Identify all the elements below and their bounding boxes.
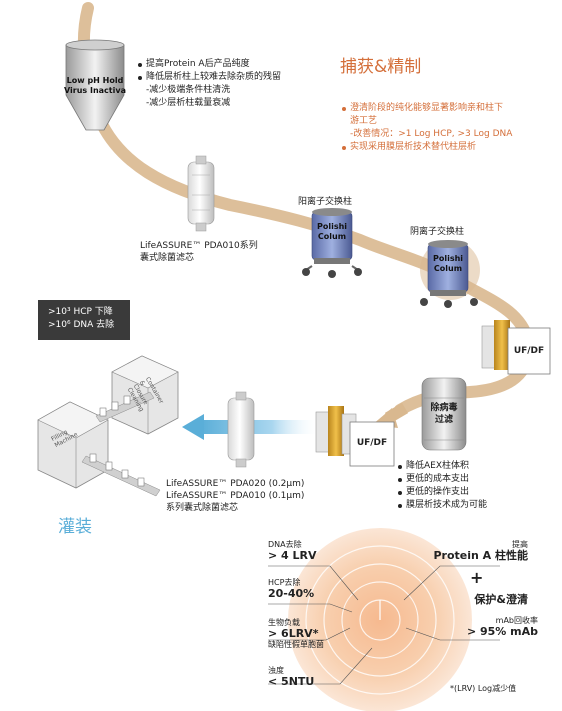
summary-leader-lines bbox=[268, 565, 500, 685]
low-ph-hold-label: Low pH Hold Virus Inactivation bbox=[64, 76, 126, 96]
note-item: -减少层析柱载量衰减 bbox=[146, 98, 231, 108]
summary-label: mAb回收率 bbox=[495, 616, 538, 625]
filter1-caption-line1: LifeASSURE™ PDA010系列 bbox=[140, 241, 258, 251]
plus-sign: + bbox=[470, 568, 484, 587]
summary-value: > 4 LRV bbox=[268, 549, 317, 562]
column-label-line2: Colum bbox=[317, 232, 347, 241]
summary-label: HCP去除 bbox=[268, 578, 301, 587]
summary-value: > 95% mAb bbox=[466, 625, 538, 638]
summary-value: > 6LRV* bbox=[268, 627, 319, 640]
low-ph-label-line2: Virus Inactivation bbox=[64, 86, 126, 95]
aex-notes: 降低AEX柱体积 更低的成本支出 更低的操作支出 膜层析技术成为可能 bbox=[398, 460, 548, 512]
virus-filter-vessel bbox=[421, 377, 467, 451]
note-item: 澄清阶段的纯化能够显著影响亲和柱下 bbox=[342, 102, 552, 115]
filter1-caption-line2: 囊式除菌滤芯 bbox=[140, 253, 195, 263]
cation-column-title: 阳离子交换柱 bbox=[298, 197, 353, 207]
cation-exchange-column bbox=[302, 208, 362, 278]
virus-filter-line2: 过滤 bbox=[434, 415, 453, 425]
uf-df-unit-1 bbox=[481, 320, 551, 375]
summary-label: 生物负载 bbox=[268, 618, 300, 627]
filling-machine bbox=[37, 401, 109, 489]
note-item: -改善情况：>1 Log HCP, >3 Log DNA bbox=[350, 129, 513, 139]
summary-label: DNA去除 bbox=[268, 540, 302, 549]
anion-exchange-column bbox=[420, 240, 480, 308]
filter2-caption-line1: LifeASSURE™ PDA020 (0.2μm) bbox=[166, 479, 305, 489]
summary-value: < 5NTU bbox=[268, 675, 315, 688]
note-item: 提高Protein A后产品纯度 bbox=[138, 58, 328, 71]
capsule-filter-1 bbox=[187, 155, 215, 232]
note-item: 实现采用膜层析技术替代柱层析 bbox=[342, 141, 552, 154]
column-label-line2: Colum bbox=[433, 264, 463, 273]
note-item: 更低的操作支出 bbox=[398, 486, 548, 499]
summary-bioburden: 生物负载 > 6LRV* 缺陷性假单胞菌 bbox=[268, 618, 324, 650]
summary-circle bbox=[288, 528, 472, 711]
capture-notes: 澄清阶段的纯化能够显著影响亲和柱下 游工艺 -改善情况：>1 Log HCP, … bbox=[342, 102, 552, 154]
note-item: 降低AEX柱体积 bbox=[398, 460, 548, 473]
summary-value: Protein A 柱性能 bbox=[433, 549, 528, 562]
blue-arrow-shaft bbox=[200, 420, 320, 434]
summary-protein-a: 提高 Protein A 柱性能 bbox=[418, 540, 528, 562]
note-item: 降低层析柱上较难去除杂质的残留 bbox=[138, 71, 328, 84]
blue-arrowhead bbox=[182, 414, 204, 440]
summary-hcp: HCP去除 20-40% bbox=[268, 578, 314, 600]
summary-value: 20-40% bbox=[268, 587, 315, 600]
filter2-caption-line2: LifeASSURE™ PDA010 (0.1μm) bbox=[166, 491, 305, 501]
note-item: 游工艺 bbox=[350, 116, 378, 126]
summary-turbidity: 浊度 < 5NTU bbox=[268, 666, 314, 688]
virus-filter-label: 除病毒 过滤 bbox=[422, 402, 466, 426]
uf-df-unit-2 bbox=[315, 406, 395, 467]
dna-removal: >10⁶ DNA 去除 bbox=[48, 320, 115, 330]
low-ph-label-line1: Low pH Hold bbox=[66, 76, 124, 85]
footnote: *(LRV) Log减少值 bbox=[450, 684, 517, 693]
uf-df-1-label: UF/DF bbox=[513, 346, 545, 356]
summary-label: 浊度 bbox=[268, 666, 284, 675]
anion-column-title: 阴离子交换柱 bbox=[410, 227, 465, 237]
uf-df-2-label: UF/DF bbox=[356, 438, 388, 448]
conveyor-2 bbox=[81, 453, 161, 497]
protein-a-notes: 提高Protein A后产品纯度 降低层析柱上较难去除杂质的残留 -减少极端条件… bbox=[138, 58, 328, 110]
dark-info-box: >10³ HCP 下降 >10⁶ DNA 去除 bbox=[38, 300, 130, 340]
section-title: 捕获&精制 bbox=[340, 57, 422, 77]
capsule-filter-2 bbox=[227, 391, 255, 468]
column-label: Polishi Colum bbox=[314, 222, 350, 242]
summary-value: 保护&澄清 bbox=[474, 593, 528, 606]
summary-label: 提高 bbox=[512, 540, 528, 549]
summary-dna: DNA去除 > 4 LRV bbox=[268, 540, 317, 562]
filter2-caption-line3: 系列囊式除菌滤芯 bbox=[166, 503, 239, 513]
virus-filter-line1: 除病毒 bbox=[430, 403, 458, 413]
filter2-caption: LifeASSURE™ PDA020 (0.2μm) LifeASSURE™ P… bbox=[166, 478, 304, 514]
summary-protect: 保护&澄清 bbox=[440, 588, 528, 607]
column-label-line1: Polishi bbox=[316, 222, 348, 231]
conveyor-1 bbox=[95, 391, 155, 423]
note-item: -减少极端条件柱清洗 bbox=[146, 85, 231, 95]
note-item: 膜层析技术成为可能 bbox=[398, 499, 548, 512]
summary-note: 缺陷性假单胞菌 bbox=[268, 640, 324, 649]
low-ph-hold-vessel bbox=[65, 39, 125, 131]
fill-title: 灌装 bbox=[58, 517, 92, 537]
summary-mab: mAb回收率 > 95% mAb bbox=[438, 616, 538, 638]
filter1-caption: LifeASSURE™ PDA010系列 囊式除菌滤芯 bbox=[140, 240, 258, 264]
column-label: Polishi Colum bbox=[430, 254, 466, 274]
note-item: 更低的成本支出 bbox=[398, 473, 548, 486]
hcp-reduction: >10³ HCP 下降 bbox=[48, 307, 113, 317]
column-label-line1: Polishi bbox=[432, 254, 464, 263]
